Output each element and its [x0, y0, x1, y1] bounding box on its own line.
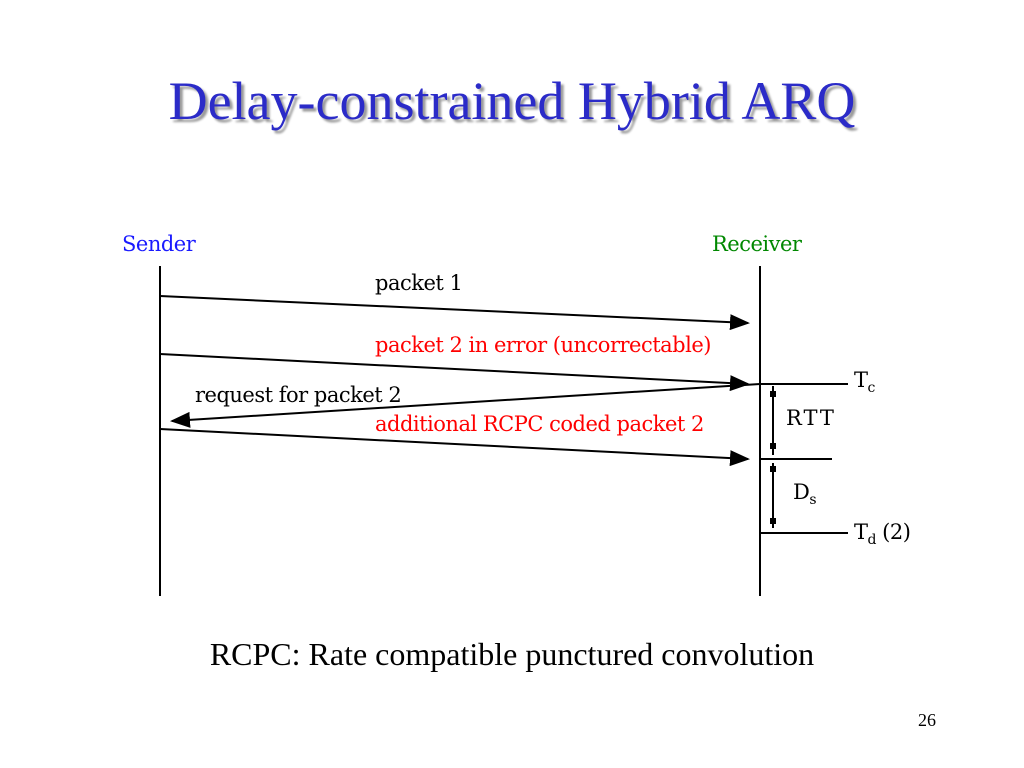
slide-title: Delay-constrained Hybrid ARQ — [168, 71, 856, 131]
message-label-request: request for packet 2 — [195, 383, 402, 407]
tc-label: Tc — [854, 368, 875, 397]
page-number: 26 — [918, 710, 936, 730]
message-arrow-packet-2 — [159, 353, 750, 392]
message-label-additional: additional RCPC coded packet 2 — [375, 412, 704, 436]
message-label-packet-2: packet 2 in error (uncorrectable) — [375, 333, 711, 357]
td-label: Td (2) — [854, 520, 911, 549]
receiver-label: Receiver — [712, 232, 802, 256]
message-arrow-packet-1 — [159, 295, 750, 331]
caption: RCPC: Rate compatible punctured convolut… — [209, 636, 815, 672]
message-arrow-request — [170, 383, 761, 428]
rtt-label: RTT — [786, 406, 836, 430]
message-label-packet-1: packet 1 — [375, 271, 463, 295]
ds-label: Ds — [793, 480, 817, 509]
message-arrow-additional — [159, 428, 750, 467]
sender-label: Sender — [122, 232, 196, 256]
